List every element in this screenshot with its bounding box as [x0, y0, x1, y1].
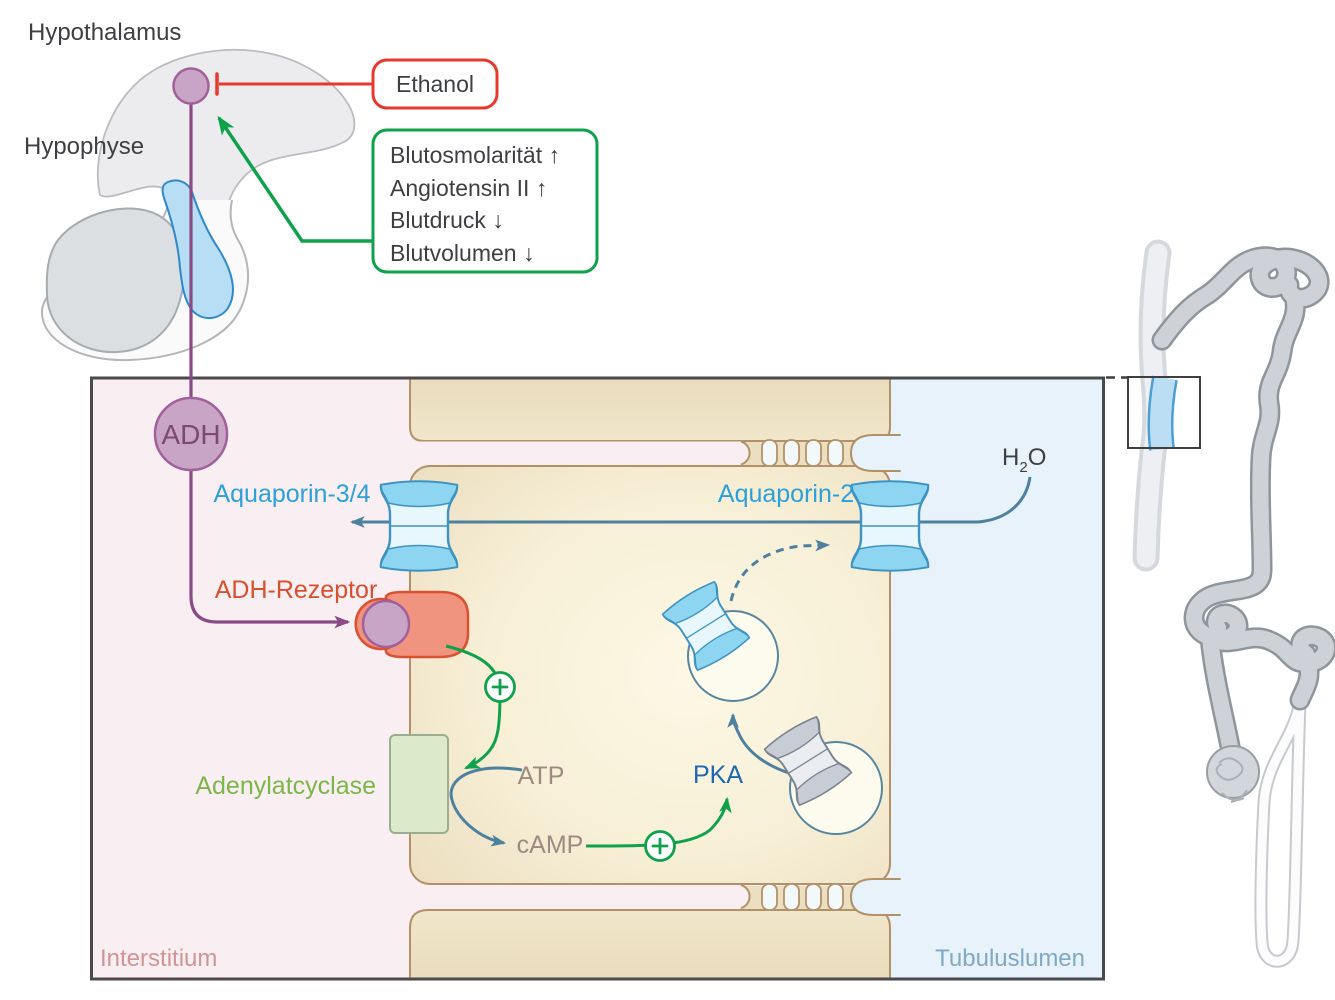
- stimuli-line: Blutosmolarität ↑: [390, 142, 560, 168]
- stimuli-line: Blutdruck ↓: [390, 207, 504, 233]
- neighbor-cell-bottom: [409, 909, 891, 980]
- aquaporin-3-4-channel: [379, 480, 459, 572]
- adh-hormone-circle: [153, 396, 229, 472]
- cleft-cap-membrane: [740, 884, 751, 909]
- pka-to-vesicle-arrow: [727, 712, 793, 776]
- stimuli-callout: Blutosmolarität ↑ Angiotensin II ↑ Blutd…: [217, 115, 599, 274]
- adh-axon-arrow: [189, 104, 351, 629]
- junction-pegs: [761, 883, 844, 911]
- ethanol-label: Ethanol: [396, 71, 474, 97]
- cleft-cap-membrane: [740, 440, 751, 466]
- lumen-pocket: [849, 878, 901, 916]
- tubule-core: [1154, 248, 1334, 770]
- stimuli-line: Blutvolumen ↓: [390, 240, 534, 266]
- adh-receptor-label: ADH-Rezeptor: [215, 576, 378, 604]
- principal-cell: [409, 465, 891, 885]
- neuron-cell-body: [172, 67, 210, 105]
- interstitium-label: Interstitium: [100, 945, 217, 972]
- stimuli-line: Angiotensin II ↑: [390, 175, 547, 201]
- ethanol-callout: Ethanol: [215, 58, 499, 110]
- tubule-lumen-region: [890, 379, 1103, 979]
- lumen-pocket: [849, 434, 901, 472]
- camp-label: cAMP: [517, 831, 584, 859]
- h2o-label: H2O: [1002, 444, 1046, 476]
- camp-to-pka-arrow: [585, 796, 732, 848]
- loop-of-henle-core: [1256, 697, 1305, 966]
- tight-junction-top: [410, 434, 901, 472]
- aquaporin-2-channel: [850, 480, 930, 572]
- hypophyse-label: Hypophyse: [24, 133, 144, 160]
- glomerulus: [1206, 745, 1260, 799]
- collecting-duct-cell-panel: Interstitium Tubuluslumen Aquaporin-3/4 …: [92, 377, 1103, 980]
- neighbor-cell-top: [409, 377, 891, 442]
- posterior-lobe-shape: [161, 179, 234, 319]
- h2o-h: H: [1002, 444, 1019, 471]
- stimulation-arrow: [217, 115, 374, 243]
- aquaporin2-label: Aquaporin-2: [718, 480, 854, 508]
- adh-secretion-path: ADH: [153, 67, 411, 649]
- adenylatcyclase-box: [389, 734, 449, 834]
- vesicle-to-membrane-dashed-arrow: [729, 539, 831, 602]
- adh-label: ADH: [161, 419, 220, 450]
- intercellular-cleft: [410, 885, 750, 908]
- stimuli-box: [371, 128, 599, 274]
- h2o-o: O: [1028, 444, 1047, 471]
- adh-molecule-bound: [361, 599, 411, 649]
- h2o-sub: 2: [1019, 459, 1027, 476]
- panel-border: [90, 376, 1105, 981]
- receptor-to-cyclase-arrow: [445, 644, 502, 770]
- aquaporin34-label: Aquaporin-3/4: [213, 480, 370, 508]
- water-flow-arrow: [349, 476, 1032, 528]
- junction-pegs: [761, 439, 844, 467]
- tight-junction-bottom: [410, 878, 901, 916]
- atp-label: ATP: [518, 762, 565, 790]
- anterior-lobe-shape: [45, 207, 186, 354]
- atp-to-camp-arrow: [449, 766, 523, 847]
- inset-indicator-box: [1127, 376, 1201, 449]
- hypothalamus-label: Hypothalamus: [28, 19, 181, 46]
- intercellular-cleft: [410, 441, 750, 465]
- ethanol-box: [371, 58, 499, 110]
- plus-circle-icon: [644, 830, 676, 862]
- tubuluslumen-label: Tubuluslumen: [935, 945, 1085, 972]
- highlighted-duct-segment: [1150, 376, 1176, 451]
- adenylatcyclase-label: Adenylatcyclase: [195, 772, 376, 800]
- glomerulus-capillaries: [1215, 757, 1248, 803]
- pka-label: PKA: [693, 761, 743, 789]
- nephron-inset: [1106, 239, 1335, 968]
- plus-circle-icon: [484, 671, 516, 703]
